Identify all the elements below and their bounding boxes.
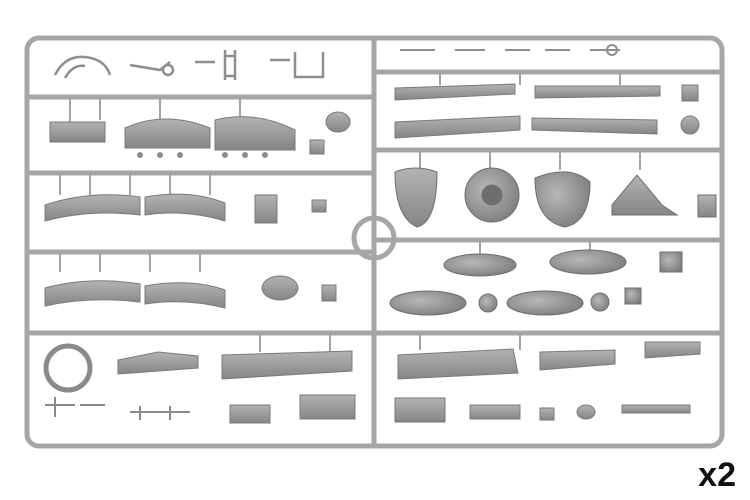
small-parts-bottom-left bbox=[45, 397, 190, 420]
cockpit-parts bbox=[49, 111, 351, 155]
wing-strakes bbox=[394, 83, 700, 139]
cockpit-pegs bbox=[137, 152, 268, 158]
quantity-label: x2 bbox=[698, 456, 736, 494]
sprue-frame bbox=[24, 35, 725, 449]
small-parts-top-left bbox=[53, 50, 325, 80]
engine-parts bbox=[394, 167, 717, 228]
fuselage-panels-upper bbox=[44, 193, 327, 224]
drop-tanks bbox=[389, 249, 683, 316]
bottom-left-parts bbox=[43, 343, 356, 424]
fuselage-panels-lower bbox=[44, 275, 337, 309]
bottom-right-parts bbox=[394, 341, 701, 423]
small-parts-top-right bbox=[400, 44, 620, 56]
